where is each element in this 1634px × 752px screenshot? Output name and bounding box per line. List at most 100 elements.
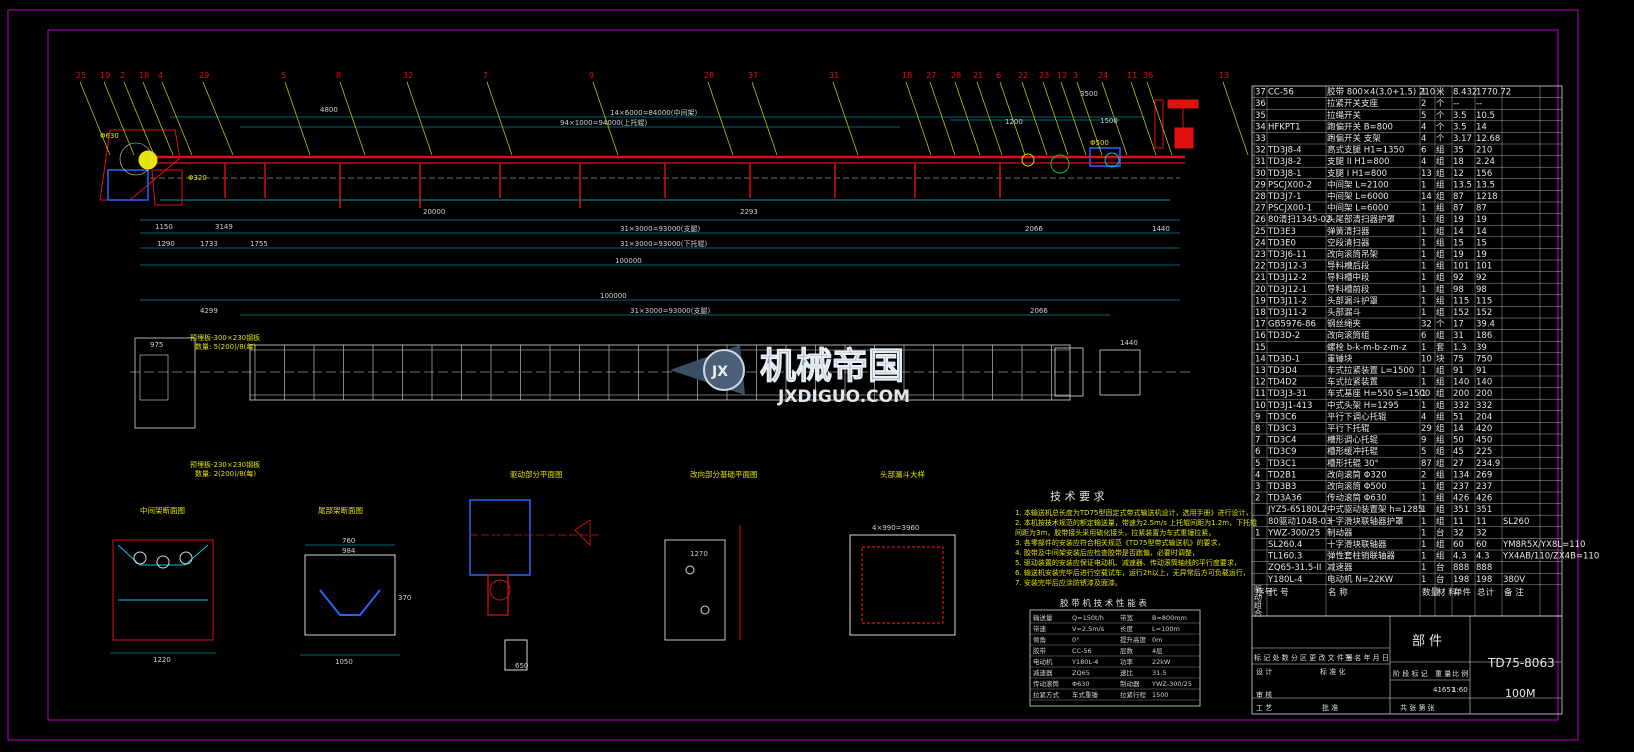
tech-table-cell: 拉紧行程 [1120,690,1147,699]
watermark-cn: 机械帝国 [760,346,904,387]
bom-cell: 380V [1503,575,1525,585]
bom-cell: 中式驱动装置架 h=1285 [1327,504,1423,515]
bom-cell: 导料槽中段 [1327,272,1370,283]
bom-cell: 组 [1436,249,1445,260]
bom-cell: 98 [1476,285,1487,295]
bom-cell: TD3J8-4 [1267,146,1302,156]
tb-weight: 重 量 [1435,670,1451,678]
bom-cell: 中间架 L=6000 [1327,203,1389,214]
tech-req-line: 间距为3m，胶带接头采用硫化接头，拉紧装置为车式重锤拉紧， [1015,528,1215,537]
tech-table-cell: 层数 [1120,646,1134,655]
part-callout: 37 [748,71,758,80]
bom-cell: 跑偏开关 支架 [1327,133,1381,144]
bom-cell: 组 [1436,400,1445,411]
bom-cell: PSCJX00-2 [1268,180,1312,190]
tech-table-cell: 电动机 [1033,657,1053,666]
bom-cell: 个 [1436,111,1445,121]
dim-phi500: Φ500 [1090,139,1109,147]
bom-cell: 750 [1476,354,1492,364]
bom-cell: 拉绳开关 [1327,110,1362,121]
bom-cell: 组 [1436,493,1445,504]
callout-leader [929,81,956,156]
bom-cell: HFKPT1 [1268,122,1301,132]
bom-cell: 米 [1436,87,1445,98]
bom-cell: 17 [1453,320,1464,330]
bom-cell: TD3J12-2 [1267,273,1307,283]
bom-cell: 组 [1436,179,1445,190]
dim-1440: 1440 [1152,225,1170,233]
dim-4x990: 4×990=3960 [872,524,919,532]
part-callout: 21 [973,71,983,80]
bom-cell: 80清扫1345-02 [1268,214,1331,225]
bom-cell: 12.68 [1476,134,1500,144]
bom-cell: 4 [1255,470,1260,480]
bom-cell: TD3C9 [1267,447,1297,457]
callout-leader [592,81,619,156]
bom-cell: TD4D2 [1267,378,1297,388]
bom-cell: 组 [1436,272,1445,283]
bom-header-cell: 名 称 [1328,587,1348,598]
bom-cell: 弹簧清扫器 [1327,226,1370,237]
bom-cell: 传动滚筒 Φ630 [1327,493,1387,504]
bom-cell: 支腿 I H1=800 [1327,168,1387,179]
part-callout: 18 [139,71,149,80]
tech-table-cell: 胶带 [1033,646,1047,655]
bom-cell: 31 [1255,157,1266,167]
bom-cell: 32 [1421,320,1432,330]
bom-cell: 组 [1436,214,1445,225]
part-callout: 31 [829,71,839,80]
bom-cell: 152 [1453,308,1469,318]
dim-1050: 1050 [335,658,353,666]
bom-cell: 组 [1436,469,1445,480]
tb-approve: 批 准 [1322,703,1338,712]
bom-cell: TD3C1 [1267,459,1297,469]
bom-cell: 4 [1421,122,1426,132]
callout-leader [1076,81,1103,156]
callout-leader [976,81,1003,156]
bom-cell: 11 [1476,517,1487,527]
bom-cell: 个 [1436,320,1445,330]
bom-cell: 6 [1255,447,1260,457]
dim-phi630: Φ630 [100,132,119,140]
bom-cell: 13 [1255,366,1266,376]
bom-cell: 4 [1421,157,1426,167]
bom-cell: -- [1453,99,1459,109]
bom-cell: 11 [1453,517,1464,527]
tech-table-cell: 0° [1072,636,1079,644]
bom-cell: ZQ65-31.5-II [1268,563,1321,573]
bom-cell: 198 [1476,575,1492,585]
part-callout: 13 [1219,71,1229,80]
dim-100000-b: 100000 [600,292,627,300]
bom-cell: 1 [1421,482,1426,492]
bom-cell: 29 [1255,180,1266,190]
bom-cell: 14 [1476,122,1487,132]
callout-leader [161,81,193,156]
part-callout: 36 [1143,71,1153,80]
bom-cell: 1 [1421,401,1426,411]
bom-cell: 888 [1453,563,1469,573]
tech-req-line: 1. 本输送机总长度为TD75型固定式带式输送机设计，选用手册》进行设计， [1015,508,1252,517]
drawing-number: TD75-8063 [1487,656,1555,670]
bom-cell: 组 [1436,504,1445,515]
bom-cell: 1 [1421,238,1426,248]
bom-cell: 套 [1436,342,1445,353]
tech-req-line: 2. 本机按技术规范的额定输送量，带速为2.5m/s 上托辊间距为1.2m，下托… [1015,518,1257,527]
section-head-drive [469,499,600,671]
dim-1200: 1200 [1005,118,1023,126]
bom-cell: 组 [1436,203,1445,214]
bom-cell: 101 [1476,262,1492,272]
bom-cell: 10 [1421,354,1432,364]
bom-cell: 4.3 [1453,552,1467,562]
callout-leader [1222,81,1249,156]
section-tail-plan [664,525,741,641]
bom-cell: 1 [1421,343,1426,353]
dim-1733: 1733 [200,240,218,248]
part-callout: 7 [483,71,488,80]
bom-cell: 22 [1255,262,1266,272]
tech-table [1029,609,1201,707]
bom-cell: 17 [1255,320,1266,330]
dim-20000: 20000 [423,208,445,216]
bom-cell: 个 [1436,134,1445,144]
bom-cell: 60 [1476,540,1487,550]
dim-370: 370 [398,594,411,602]
